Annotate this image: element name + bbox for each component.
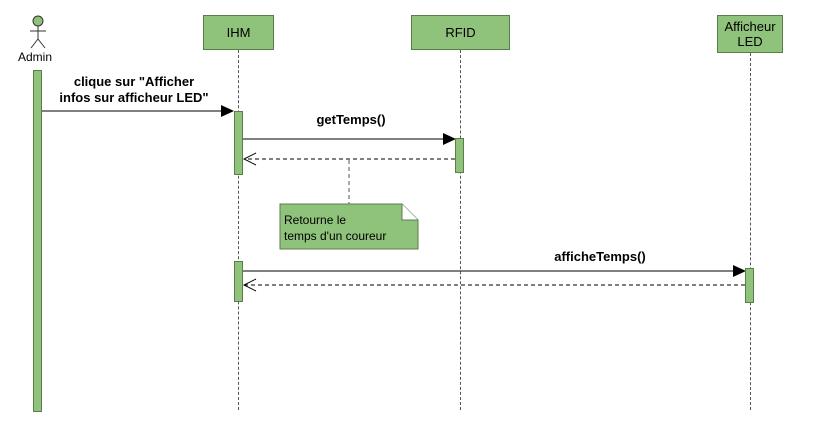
- gettemps-message-arrowhead: [443, 133, 456, 145]
- ihm-activation-bar-2: [234, 261, 243, 302]
- afficheur-led-label-line1: Afficheur: [724, 19, 776, 34]
- click-message-label: clique sur "Afficher infos sur afficheur…: [44, 74, 224, 106]
- affichetemps-message-arrowhead: [733, 265, 746, 277]
- ihm-lifeline-header: IHM: [203, 15, 274, 50]
- admin-actor-label: Admin: [18, 50, 53, 64]
- afficheur-led-lifeline-header: Afficheur LED: [717, 15, 783, 53]
- ihm-lifeline: [238, 50, 239, 410]
- affichetemps-message-label: afficheTemps(): [554, 249, 646, 264]
- affichetemps-return-arrowhead: [242, 278, 257, 292]
- admin-activation-bar: [33, 70, 42, 412]
- afficheur-led-activation-bar: [745, 268, 754, 303]
- note-text-line2: temps d'un coureur: [284, 229, 387, 243]
- ihm-lifeline-label: IHM: [226, 25, 251, 40]
- afficheur-led-label-line2: LED: [737, 34, 763, 49]
- gettemps-return-arrowhead: [242, 152, 257, 166]
- note-shape: [279, 203, 419, 250]
- rfid-lifeline-label: RFID: [445, 25, 476, 40]
- admin-actor-icon: [30, 15, 46, 49]
- note-text: Retourne le temps d'un coureur: [284, 212, 386, 244]
- rfid-activation-bar: [455, 138, 464, 173]
- afficheur-led-lifeline: [750, 53, 751, 410]
- gettemps-message-label: getTemps(): [316, 112, 386, 127]
- click-message-arrowhead: [221, 105, 234, 117]
- rfid-lifeline-header: RFID: [411, 15, 510, 50]
- note-text-line1: Retourne le: [284, 213, 347, 227]
- click-message-label-line1: clique sur "Afficher: [73, 74, 195, 89]
- rfid-lifeline: [460, 50, 461, 410]
- click-message-label-line2: infos sur afficheur LED": [59, 90, 209, 105]
- ihm-activation-bar-1: [234, 111, 243, 175]
